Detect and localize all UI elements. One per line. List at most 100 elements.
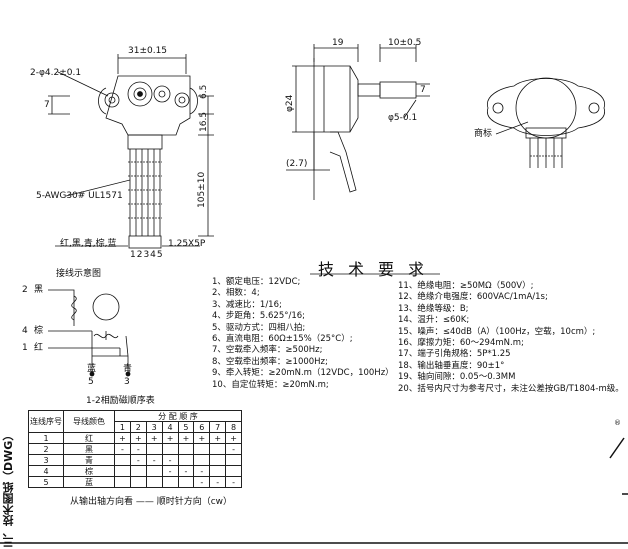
- pin-2-color: 黑: [34, 285, 44, 295]
- step-header-2: 2: [129, 421, 147, 433]
- req-10: 10、自定位转矩：≥20mN.m;: [212, 379, 329, 390]
- cell-step: -: [161, 465, 179, 477]
- side-view: [286, 44, 430, 200]
- step-header-3: 3: [145, 421, 163, 433]
- cell-step: +: [161, 432, 179, 444]
- rear-view: [486, 77, 606, 168]
- req-16: 16、摩擦力矩：60～294mN.m;: [398, 337, 524, 348]
- cell-step: [129, 465, 147, 477]
- step-header-1: 1: [114, 421, 131, 433]
- req-6: 6、直流电阻：60Ω±15%（25°C）;: [212, 333, 353, 344]
- cell-step: +: [177, 432, 195, 444]
- front-view: [48, 54, 214, 249]
- row-seq: 3: [28, 454, 64, 466]
- sequence-title: 1-2相励磁顺序表: [86, 396, 155, 406]
- cell-step: [177, 476, 195, 488]
- cell-step: [145, 443, 163, 455]
- pin-3-num: 3: [124, 377, 130, 387]
- step-header-5: 5: [177, 421, 195, 433]
- req-15: 15、噪声：≤40dB（A）（100Hz，空载，10cm）;: [398, 326, 596, 337]
- cell-step: -: [193, 465, 211, 477]
- req-19: 19、轴向间隙：0.05～0.3MM: [398, 372, 516, 383]
- dim-hole: 2-φ4.2±0.1: [30, 68, 82, 78]
- header-color: 导线颜色: [63, 410, 115, 433]
- req-17: 17、端子引角规格：5P*1.25: [398, 349, 511, 360]
- dim-19: 19: [332, 38, 344, 48]
- row-color: 青: [63, 454, 115, 466]
- dim-phi24: φ24: [285, 94, 295, 112]
- row-color: 红: [63, 432, 115, 444]
- cell-step: [161, 443, 179, 455]
- pin-numbers: 12345: [130, 250, 164, 260]
- cell-step: [129, 476, 147, 488]
- pin-3-color: 青: [123, 364, 133, 374]
- cell-step: [177, 454, 195, 466]
- cell-step: -: [225, 476, 242, 488]
- cell-step: [161, 476, 179, 488]
- wiring-title: 接线示意图: [56, 269, 102, 279]
- cell-step: -: [225, 443, 242, 455]
- trademark-label: 商标: [474, 129, 493, 139]
- step-header-6: 6: [193, 421, 211, 433]
- cell-step: [114, 465, 131, 477]
- cell-step: -: [145, 454, 163, 466]
- cell-step: [177, 443, 195, 455]
- cell-step: [145, 476, 163, 488]
- pin-2-num: 2: [22, 285, 28, 295]
- cell-step: [225, 454, 242, 466]
- requirements-title: 技术要求: [318, 260, 439, 279]
- pin-4-num: 4: [22, 326, 28, 336]
- requirements-right: 11、绝缘电阻：≥50MΩ（500V）; 12、绝缘介电强度：600VAC/1m…: [398, 282, 624, 396]
- cell-step: +: [225, 432, 242, 444]
- header-seq: 连线序号: [28, 410, 64, 433]
- req-14: 14、温升：≤60K;: [398, 315, 470, 326]
- dim-10: 10±0.5: [388, 38, 422, 48]
- sequence-footer: 从输出轴方向看 —— 顺时针方向（cw）: [70, 497, 233, 507]
- step-header-8: 8: [225, 421, 242, 433]
- req-20: 20、括号内尺寸为参考尺寸，未注公差按GB/T1804-m级。: [398, 383, 624, 394]
- row-seq: 5: [28, 476, 64, 488]
- cell-step: [145, 465, 163, 477]
- req-9: 9、牵入转矩：≥20mN.m（12VDC，100Hz）: [212, 368, 394, 379]
- req-1: 1、额定电压：12VDC;: [212, 277, 301, 287]
- dim-width: 31±0.15: [128, 46, 168, 56]
- cell-step: [225, 465, 242, 477]
- req-7: 7、空载牵入频率：≥500Hz;: [212, 345, 323, 356]
- cell-step: +: [193, 432, 211, 444]
- cell-step: -: [193, 476, 211, 488]
- req-12: 12、绝缘介电强度：600VAC/1mA/1s;: [398, 292, 548, 303]
- wiring-lines: [48, 289, 131, 377]
- cell-step: +: [114, 432, 131, 444]
- dim-left-7: 7: [44, 100, 50, 110]
- pitch: 1.25X5P: [168, 239, 206, 249]
- step-header-4: 4: [161, 421, 179, 433]
- side-label: 三、技术图纸（DWG）: [2, 429, 15, 548]
- req-18: 18、输出轴垂直度：90±1°: [398, 360, 505, 371]
- pin-5-num: 5: [88, 377, 94, 387]
- wire-colors: 红,黑,青,棕,蓝: [60, 239, 117, 249]
- req-5: 5、驱动方式：四相八拍;: [212, 322, 306, 333]
- cell-step: [114, 454, 131, 466]
- cell-step: [114, 476, 131, 488]
- req-4: 4、步距角：5.625°/16;: [212, 311, 306, 322]
- wire-spec: 5-AWG30# UL1571: [36, 191, 123, 201]
- row-seq: 4: [28, 465, 64, 477]
- cell-step: -: [177, 465, 195, 477]
- edge-mark: [609, 437, 625, 459]
- req-3: 3、减速比：1/16;: [212, 299, 282, 310]
- cell-step: +: [129, 432, 147, 444]
- cell-step: -: [129, 454, 147, 466]
- cell-step: -: [209, 476, 227, 488]
- dim-6-5: 6.5: [199, 84, 209, 99]
- cell-step: [209, 465, 227, 477]
- pin-5-color: 蓝: [87, 364, 97, 374]
- pin-1-color: 红: [34, 343, 44, 353]
